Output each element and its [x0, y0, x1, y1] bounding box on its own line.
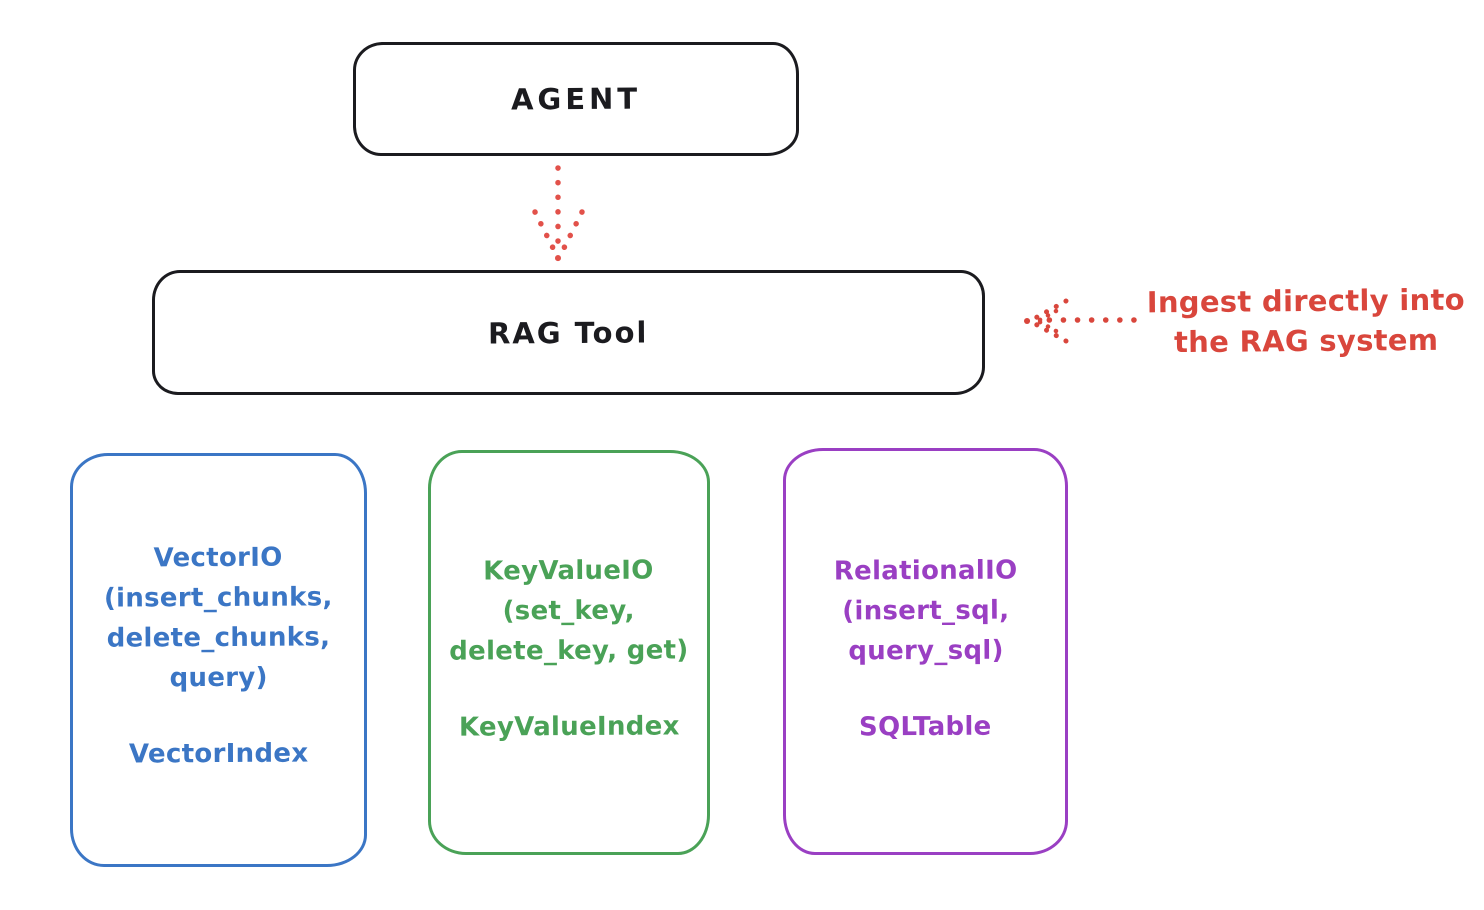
annotation-to-rag-arrow: [1024, 298, 1137, 344]
backend-node-vector-io: VectorIO (insert_chunks, delete_chunks, …: [70, 453, 367, 867]
rag-tool-node-label: RAG Tool: [488, 314, 649, 351]
backend-keyvalue-io-body: KeyValueIO (set_key, delete_key, get): [449, 555, 689, 667]
backend-vector-io-body: VectorIO (insert_chunks, delete_chunks, …: [103, 542, 333, 694]
agent-node: AGENT: [353, 42, 799, 156]
backend-keyvalue-io-index-label: KeyValueIndex: [458, 711, 680, 743]
rag-tool-node: RAG Tool: [152, 270, 985, 395]
agent-node-label: AGENT: [510, 81, 642, 117]
backend-vector-io-index-label: VectorIndex: [128, 738, 309, 770]
agent-to-rag-arrow: [532, 165, 585, 262]
annotation-text: Ingest directly into the RAG system: [1146, 282, 1466, 360]
backend-node-keyvalue-io: KeyValueIO (set_key, delete_key, get) Ke…: [428, 450, 710, 855]
backend-relational-io-index-label: SQLTable: [859, 711, 992, 743]
backend-node-relational-io: RelationalIO (insert_sql, query_sql) SQL…: [783, 448, 1068, 855]
backend-relational-io-body: RelationalIO (insert_sql, query_sql): [833, 555, 1018, 667]
